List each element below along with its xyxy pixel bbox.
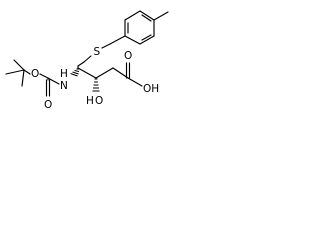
hydroxyl-h-label: H [86, 95, 94, 107]
tbutyl-methyl-bond [13, 59, 25, 71]
c3-c2-bond [95, 67, 114, 79]
carbamate-o-bond [39, 73, 49, 79]
benzyl-ch2-bond [109, 35, 126, 45]
tbutyl-methyl-bond [5, 69, 25, 75]
o-tbutyl-bond [23, 69, 31, 75]
carbonyl-oxygen-label: O [44, 99, 52, 111]
ring-double-bond [141, 14, 152, 22]
nitrogen-atom-label: N [60, 80, 68, 92]
ring-bond [124, 10, 141, 21]
carbamate-oxygen-label: O [31, 68, 39, 80]
methyl-bond [153, 11, 169, 21]
tert-butyl-group [5, 59, 25, 87]
benzene-ring [124, 10, 155, 45]
ring-bond [139, 10, 155, 21]
acid-carbonyl-oxygen-label: O [124, 50, 132, 62]
hashed-wedge-to-hydroxyl [92, 78, 100, 92]
c4-c3-bond [77, 67, 97, 79]
acid-hydroxyl-bond [127, 77, 143, 87]
acid-hydroxyl-label: OH [143, 83, 159, 95]
c2-c1-bond [112, 67, 129, 79]
n-carbamate-bond [47, 77, 60, 85]
ch2-bond [77, 61, 85, 67]
ring-bond [139, 35, 155, 45]
sulfur-atom-label: S [94, 46, 101, 58]
ring-bond [124, 35, 141, 45]
chemical-structure-diagram: S H N O O H O O [5, 10, 169, 111]
hashed-wedge-to-nitrogen [70, 68, 80, 77]
hydroxyl-oxygen-label: O [95, 95, 103, 107]
ring-double-bond [141, 34, 152, 41]
tbutyl-methyl-bond [21, 69, 25, 87]
sulfur-ch2-bond [83, 55, 92, 63]
ch2-sulfur-bond [101, 43, 111, 49]
nitrogen-h-label: H [60, 68, 68, 80]
